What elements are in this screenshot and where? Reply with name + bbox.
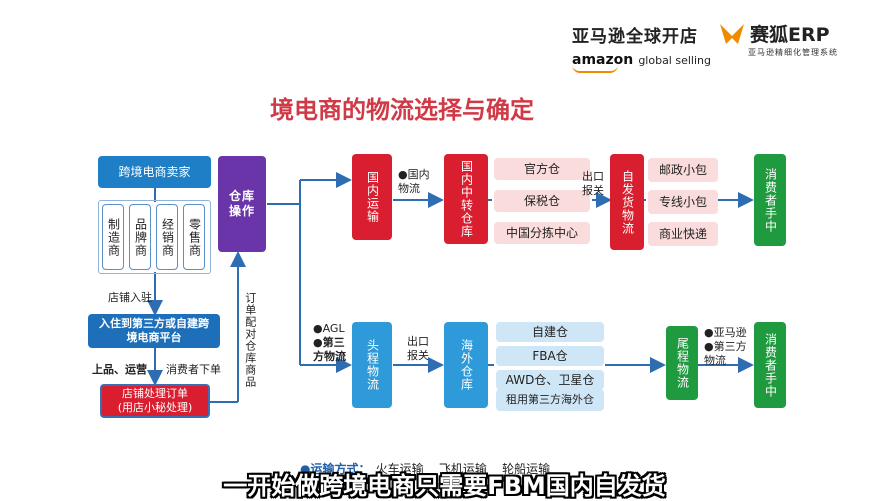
saihu-logo: 赛狐ERP 亚马逊精细化管理系统 xyxy=(718,20,868,64)
type-brand: 品牌商 xyxy=(129,204,151,270)
first-leg-logistics-box: 头程物流 xyxy=(352,322,392,408)
overseas-warehouse-box: 海外仓库 xyxy=(444,322,488,408)
last-leg-logistics-box: 尾程物流 xyxy=(666,326,698,400)
label-domestic-logistics: ●国内物流 xyxy=(398,168,438,196)
saihu-name-text: 赛狐ERP xyxy=(750,24,830,46)
consumer-box-bottom: 消费者手中 xyxy=(754,322,786,408)
label-export-customs-bottom: 出口报关 xyxy=(407,335,429,362)
order-processing-box: 店铺处理订单 (用店小秘处理) xyxy=(100,384,210,418)
option-fba-warehouse: FBA仓 xyxy=(496,346,604,366)
domestic-transport-box: 国内运输 xyxy=(352,154,392,240)
order-processing-text: 店铺处理订单 (用店小秘处理) xyxy=(117,387,193,414)
amazon-smile-icon xyxy=(572,65,618,73)
fox-icon xyxy=(720,23,744,44)
option-awd-satellite-warehouse: AWD仓、卫星仓 xyxy=(496,370,604,390)
label-third-party-bottom-right: ●第三方物流 xyxy=(704,340,747,367)
label-consumer-order: 消费者下单 xyxy=(166,363,221,376)
option-official-warehouse: 官方仓 xyxy=(494,158,590,180)
global-selling-text: global selling xyxy=(638,54,711,67)
transport-methods-list: 火车运输 飞机运输 轮船运输 xyxy=(375,462,551,476)
label-ops: 上品、运营 xyxy=(92,363,147,376)
page-title: 境电商的物流选择与确定 xyxy=(270,96,534,124)
seller-box: 跨境电商卖家 xyxy=(98,156,211,188)
carrier-postal: 邮政小包 xyxy=(648,158,718,182)
type-retailer: 零售商 xyxy=(183,204,205,270)
carrier-express: 商业快递 xyxy=(648,222,718,246)
label-third-party-bottom-left: ●第三方物流 xyxy=(313,336,346,363)
option-bonded-warehouse: 保税仓 xyxy=(494,190,590,212)
label-store-entry: 店铺入驻 xyxy=(108,291,152,304)
option-self-built-warehouse: 自建仓 xyxy=(496,322,604,342)
carrier-dedicated-line: 专线小包 xyxy=(648,190,718,214)
amazon-cn-text: 亚马逊全球开店 xyxy=(572,27,698,47)
transit-warehouse-box: 国内中转仓库 xyxy=(444,154,488,244)
option-third-party-overseas: 租用第三方海外仓 xyxy=(496,389,604,411)
label-agl: ●AGL xyxy=(313,322,345,335)
type-manufacturer: 制造商 xyxy=(102,204,124,270)
amazon-global-selling-logo: 亚马逊全球开店 amazon global selling xyxy=(572,22,712,73)
domestic-logistics-text: ●国内物流 xyxy=(398,168,430,195)
consumer-box-top: 消费者手中 xyxy=(754,154,786,246)
label-export-customs-top: 出口报关 xyxy=(582,170,604,197)
saihu-sub-text: 亚马逊精细化管理系统 xyxy=(748,48,838,57)
amazon-en-text: amazon xyxy=(572,52,634,68)
type-distributor: 经销商 xyxy=(156,204,178,270)
transport-methods: ●运输方式： 火车运输 飞机运输 轮船运输 xyxy=(300,458,620,477)
label-order-matching: 订单配对仓库商品 xyxy=(243,292,257,388)
option-china-sorting-center: 中国分拣中心 xyxy=(494,222,590,244)
video-subtitle: 一开始做跨境电商只需要FBM国内自发货 xyxy=(223,472,666,500)
warehouse-ops-box: 仓库操作 xyxy=(218,156,266,252)
label-amazon: ●亚马逊 xyxy=(704,326,747,339)
platform-box: 入住到第三方或自建跨境电商平台 xyxy=(88,314,220,348)
self-ship-logistics-box: 自发货物流 xyxy=(610,154,644,250)
seller-types-group xyxy=(98,200,211,274)
transport-methods-label: ●运输方式： xyxy=(300,462,371,476)
